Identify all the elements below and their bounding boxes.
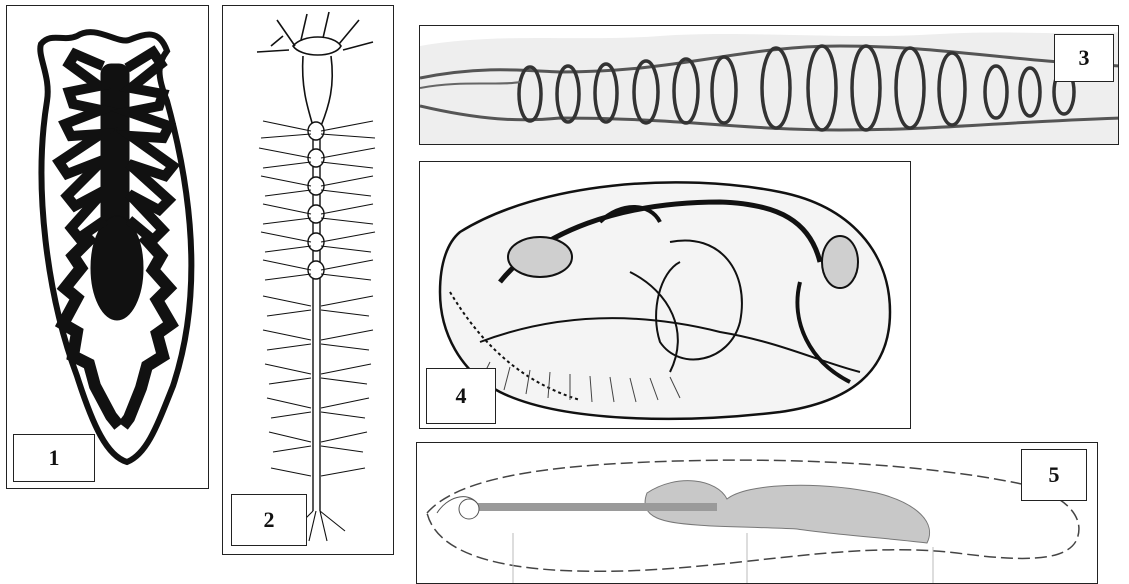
nerve-chain-drawing [223, 6, 394, 555]
label-5-text: 5 [1049, 462, 1060, 488]
label-1-text: 1 [49, 445, 60, 471]
label-2-text: 2 [264, 507, 275, 533]
label-box-1: 1 [13, 434, 95, 482]
label-box-5: 5 [1021, 449, 1087, 501]
head-ganglia [257, 12, 373, 126]
chordate-drawing [417, 443, 1098, 584]
label-box-3: 3 [1054, 34, 1114, 82]
label-box-4: 4 [426, 368, 496, 424]
panel-5-chordate: 5 [416, 442, 1098, 584]
panel-4-mollusc: 4 [419, 161, 911, 429]
circulatory-rings-drawing [420, 26, 1119, 145]
panel-3-circulatory-rings: 3 [419, 25, 1119, 145]
flatworm-drawing [7, 6, 209, 489]
label-4-text: 4 [456, 383, 467, 409]
panel-1-flatworm: 1 [6, 5, 209, 489]
panel-2-nerve-chain: 2 [222, 5, 394, 555]
label-box-2: 2 [231, 494, 307, 546]
label-3-text: 3 [1079, 45, 1090, 71]
segment-ganglia [308, 122, 324, 279]
